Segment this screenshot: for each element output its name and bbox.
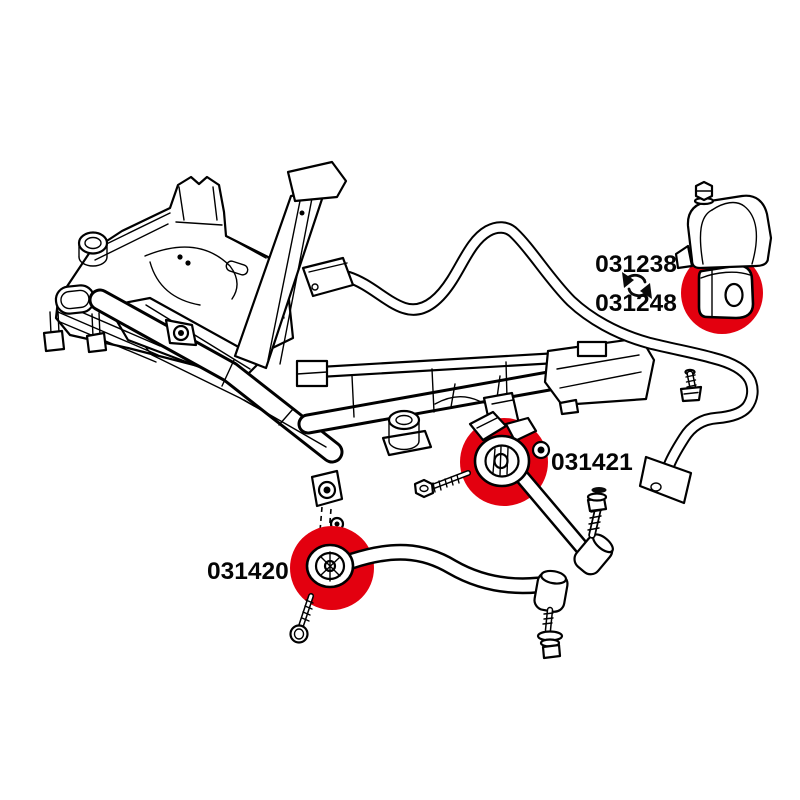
brace-bar-cap	[286, 160, 348, 203]
stabilizer-bar-end-link	[638, 455, 693, 505]
front-lower-control-arm	[305, 543, 569, 660]
rear-arm-mount-bolt	[413, 470, 471, 499]
callout-stabilizer-bushing: 031238 031248	[595, 251, 677, 317]
frame-slot-hole	[225, 260, 249, 276]
brace-bar	[233, 160, 348, 370]
stabilizer-bushing-clamp-bracket	[674, 180, 773, 270]
stabilizer-bar	[301, 221, 759, 505]
stabilizer-bar-bushing	[697, 264, 755, 320]
subframe	[42, 160, 656, 508]
stabilizer-bar-left-end	[301, 256, 355, 298]
front-arm-pivot-bolt	[289, 593, 314, 644]
interchange-arrows-icon	[622, 272, 652, 299]
part-number-stabilizer-bushing-option-2: 031248	[595, 290, 677, 317]
rear-lower-control-arm	[468, 410, 614, 576]
subframe-left-mount-bushing	[77, 231, 109, 267]
subframe-right-bracket	[543, 336, 656, 416]
bracket-bolt	[679, 368, 703, 403]
subframe-legs	[42, 310, 108, 354]
front-arm-ball-joint	[533, 569, 569, 660]
part-number-rear-arm-bushing: 031421	[551, 449, 633, 476]
clamp-nut	[693, 180, 715, 206]
front-arm-bushing	[305, 543, 355, 589]
front-arm-mount-eyelet	[310, 469, 344, 508]
rear-arm-bushing	[473, 434, 531, 488]
body-mount-cylinder	[381, 409, 433, 457]
part-number-front-arm-bushing: 031420	[207, 558, 289, 585]
part-number-stabilizer-bushing-option-1: 031238	[595, 251, 677, 278]
rear-arm-ball-joint	[573, 487, 614, 576]
